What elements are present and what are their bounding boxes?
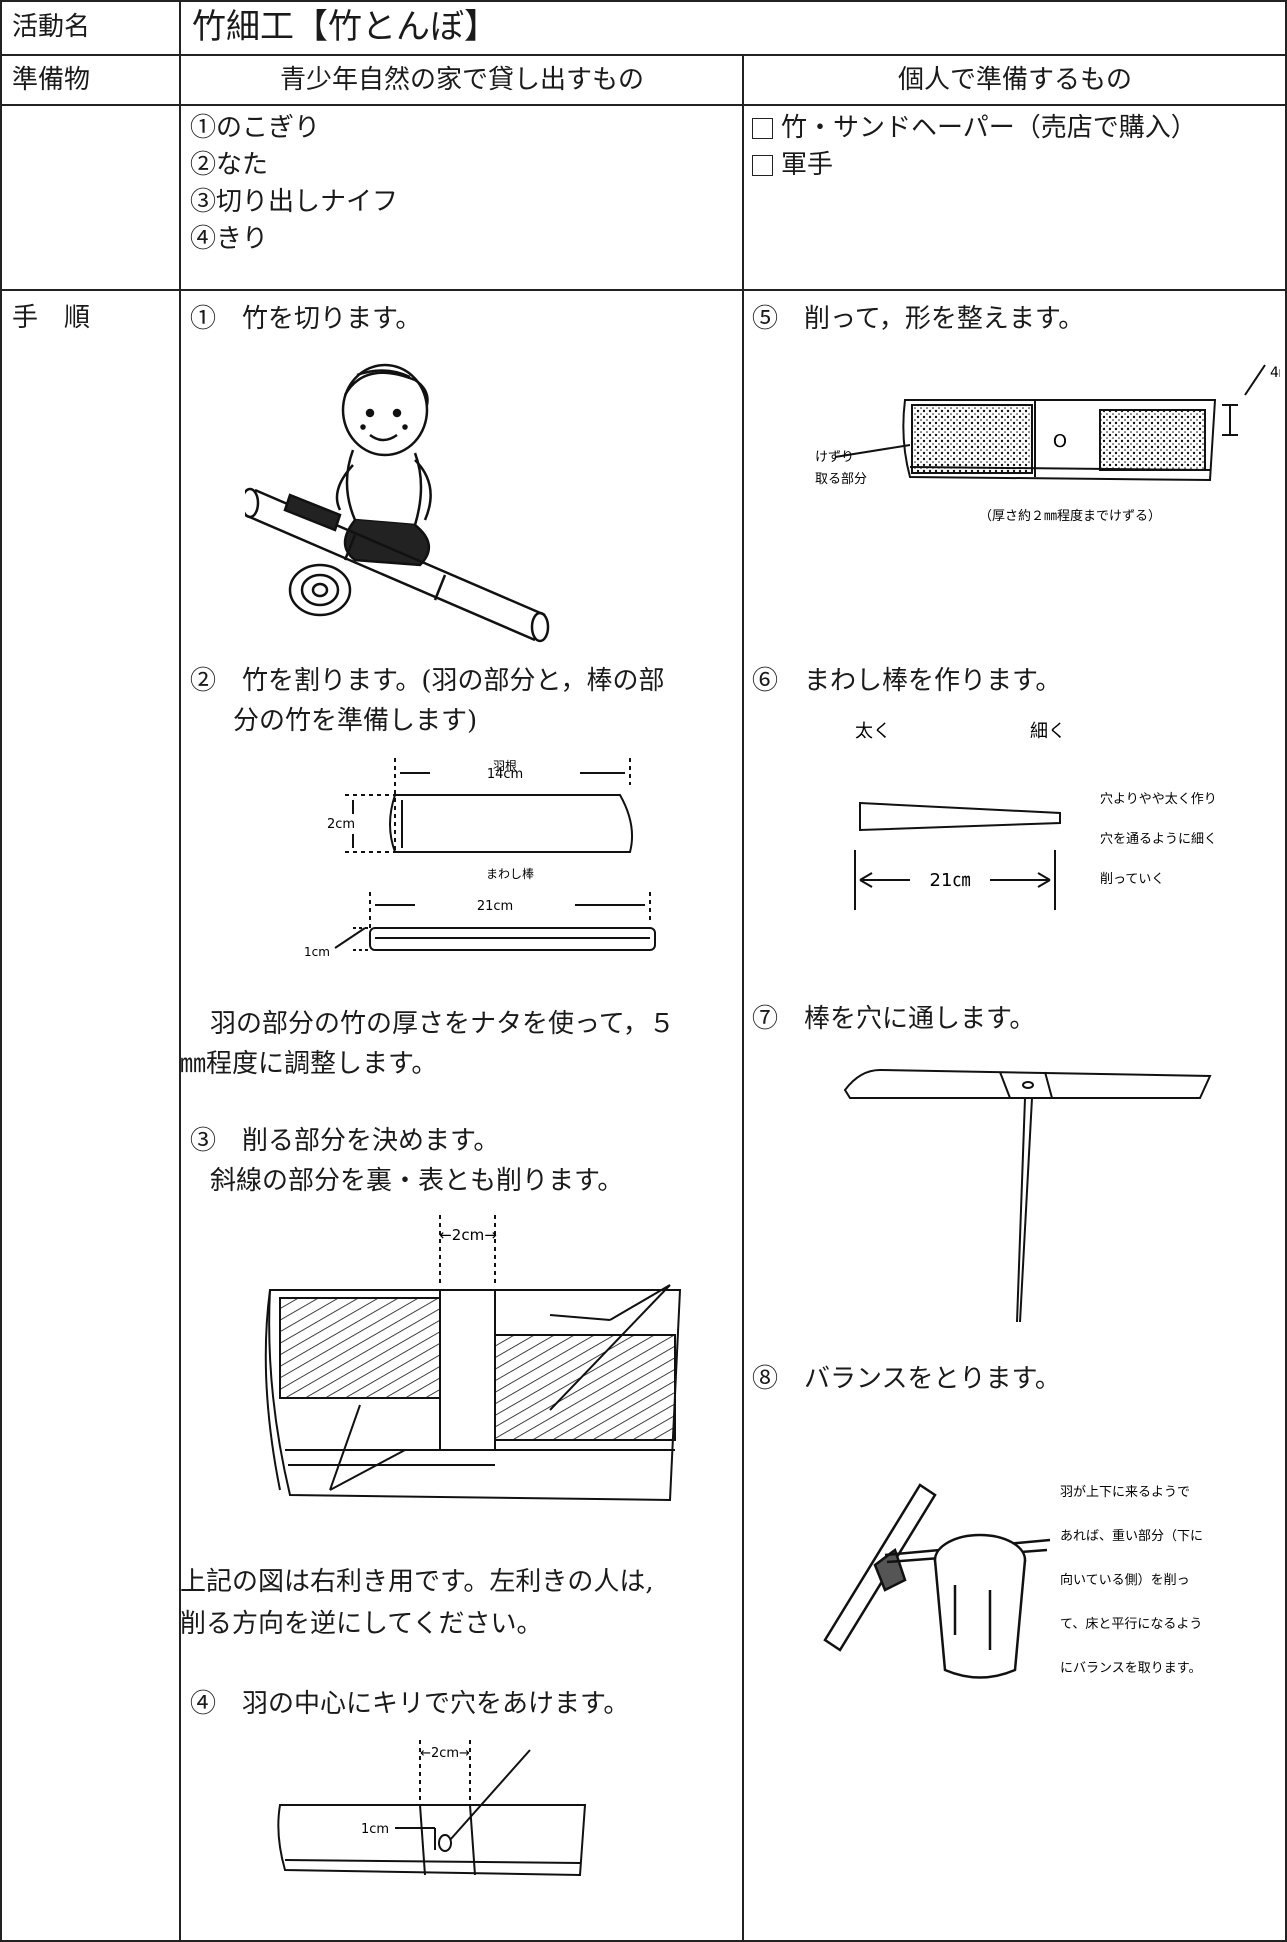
fig8-note1: 羽が上下に来るようで xyxy=(1060,1485,1190,1500)
fig2-width14-label: 14cm xyxy=(487,767,523,782)
step8-figure: 羽が上下に来るようで あれば、重い部分（下に 向いている側）を削っ て、床と平行… xyxy=(815,1470,1275,1750)
step3-note-line2: 削る方向を逆にしてください。 xyxy=(180,1609,543,1639)
step6-figure: 太く 細く 21㎝ 穴よりやや太く作り 穴を通るように細く 削っていく xyxy=(830,715,1260,925)
step8-text: ⑧ バランスをとります。 xyxy=(752,1364,1061,1394)
fig2-height2-label: 2cm xyxy=(327,817,355,832)
step7-figure xyxy=(840,1060,1220,1330)
balancing-diagram: 羽が上下に来るようで あれば、重い部分（下に 向いている側）を削っ て、床と平行… xyxy=(823,1483,1203,1679)
step2-text-line2: 分の竹を準備します) xyxy=(233,706,478,736)
step3-note-line1: 上記の図は右利き用です。左利きの人は, xyxy=(180,1567,654,1597)
step2-note-line1: 羽の部分の竹の厚さをナタを使って，５ xyxy=(210,1009,675,1039)
lent-header: 青少年自然の家で貸し出すもの xyxy=(279,65,644,95)
step5-text: ⑤ 削って，形を整えます。 xyxy=(752,304,1085,334)
step2-note-line2: ㎜程度に調整します。 xyxy=(180,1049,438,1079)
fig4-center1-label: 1cm xyxy=(361,1822,389,1837)
lent-item: ①のこぎり xyxy=(190,113,321,143)
step3-figure: ←2cm→ xyxy=(250,1210,690,1540)
fig8-note5: にバランスを取ります。 xyxy=(1060,1661,1201,1676)
fig2-width21-label: 21cm xyxy=(477,899,513,914)
step7-text: ⑦ 棒を穴に通します。 xyxy=(752,1004,1036,1034)
step3-text-line1: ③ 削る部分を決めます。 xyxy=(190,1126,500,1156)
fig4-width2-label: ←2cm→ xyxy=(420,1746,470,1761)
personal-header: 個人で準備するもの xyxy=(897,65,1132,95)
fig5-kezuri-label2: 取る部分 xyxy=(815,472,867,487)
procedure-label: 手 順 xyxy=(12,303,91,333)
drill-hole-diagram: ←2cm→ 1cm xyxy=(277,1740,587,1877)
fig2-hane-label: 羽根 xyxy=(493,759,517,773)
fig5-kezuri-label1: けずり xyxy=(815,450,854,465)
activity-label: 活動名 xyxy=(12,12,91,42)
fig2-thick1-label: 1cm xyxy=(304,945,330,959)
step5-figure: O 4㎜ けずり 取る部分 （厚さ約２㎜程度までけずる） xyxy=(760,355,1280,555)
fig6-note3: 削っていく xyxy=(1100,872,1164,887)
fig5-4mm-label: 4㎜ xyxy=(1270,365,1280,381)
step6-text: ⑥ まわし棒を作ります。 xyxy=(752,666,1062,696)
fig2-bou-label: まわし棒 xyxy=(486,867,534,881)
bamboo-pieces-diagram: 羽根 14cm 2cm まわし棒 21cm 1cm xyxy=(304,758,656,959)
checkbox-icon xyxy=(752,155,773,176)
fig8-note4: て、床と平行になるよう xyxy=(1060,1617,1202,1632)
step4-figure: ←2cm→ 1cm xyxy=(275,1735,595,1905)
fig3-width2-label: ←2cm→ xyxy=(439,1226,497,1244)
step2-figure: 羽根 14cm 2cm まわし棒 21cm 1cm xyxy=(265,750,665,980)
checkbox-icon xyxy=(752,118,773,139)
fig6-futoku-label: 太く xyxy=(855,721,891,742)
step4-text: ④ 羽の中心にキリで穴をあけます。 xyxy=(190,1689,630,1719)
lent-item: ③切り出しナイフ xyxy=(190,187,399,217)
fig8-note2: あれば、重い部分（下に xyxy=(1060,1528,1203,1544)
step2-text-line1: ② 竹を割ります。(羽の部分と，棒の部 xyxy=(190,666,665,696)
personal-item: 軍手 xyxy=(752,147,1197,184)
lent-item: ②なた xyxy=(190,150,269,180)
fig6-note2: 穴を通るように細く xyxy=(1100,832,1217,847)
personal-item: 竹・サンドヘーパー（売店で購入） xyxy=(752,110,1197,147)
step1-text: ① 竹を切ります。 xyxy=(190,304,422,334)
fig6-note1: 穴よりやや太く作り xyxy=(1100,792,1217,807)
personal-list: 竹・サンドヘーパー（売店で購入） 軍手 xyxy=(752,110,1197,184)
prep-label: 準備物 xyxy=(12,65,91,95)
spin-stick-diagram: 太く 細く 21㎝ 穴よりやや太く作り 穴を通るように細く 削っていく xyxy=(854,721,1217,910)
fig6-hosoku-label: 細く xyxy=(1030,721,1066,742)
lent-list: ①のこぎり ②なた ③切り出しナイフ ④きり xyxy=(190,110,398,258)
fig6-length-label: 21㎝ xyxy=(930,870,971,891)
step3-text-line2: 斜線の部分を裏・表とも削ります。 xyxy=(210,1166,624,1196)
assembled-dragonfly-diagram xyxy=(843,1068,1212,1323)
shaving-area-diagram: ←2cm→ xyxy=(264,1215,682,1502)
shaping-blade-diagram: O 4㎜ けずり 取る部分 （厚さ約２㎜程度までけずる） xyxy=(815,364,1280,524)
lent-item: ④きり xyxy=(190,224,269,254)
activity-title: 竹細工【竹とんぼ】 xyxy=(192,7,498,47)
child-cutting-bamboo-illustration xyxy=(245,363,550,643)
step1-figure xyxy=(245,355,575,650)
fig8-note3: 向いている側）を削っ xyxy=(1060,1572,1190,1588)
fig5-hole-mark: O xyxy=(1053,431,1067,452)
fig5-caption: （厚さ約２㎜程度までけずる） xyxy=(979,508,1161,524)
